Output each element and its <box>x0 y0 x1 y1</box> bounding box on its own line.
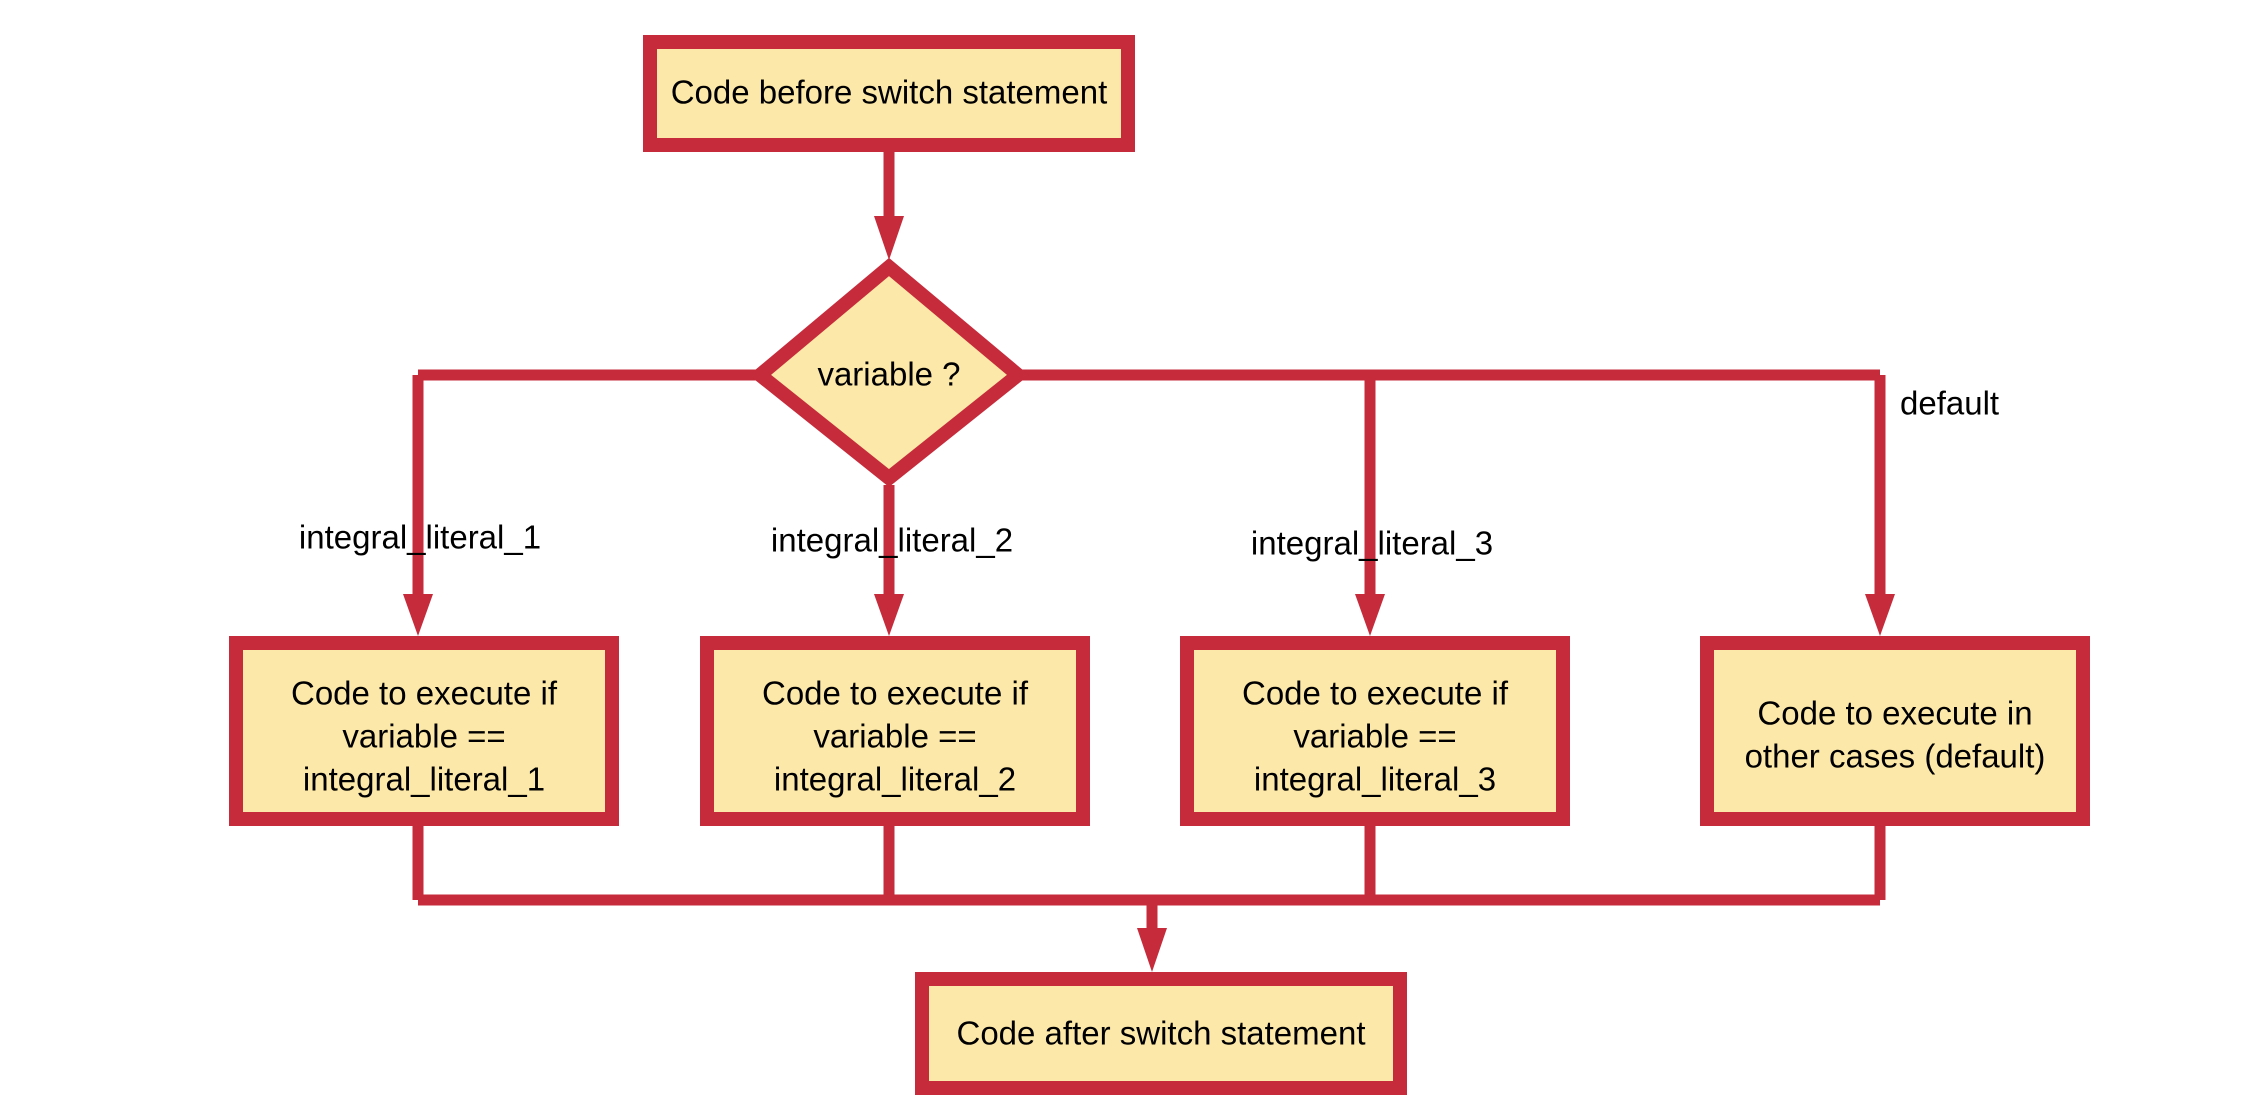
node-case1[interactable]: Code to execute if variable == integral_… <box>229 636 619 826</box>
node-case2-line-2: variable == <box>813 718 976 755</box>
arrowhead-icon <box>1355 594 1385 636</box>
node-default-line-2: other cases (default) <box>1745 738 2046 775</box>
node-case2-shape <box>700 636 1090 826</box>
edge-label-branch1: integral_literal_1 <box>299 519 541 556</box>
node-default[interactable]: Code to execute in other cases (default) <box>1700 636 2090 826</box>
node-case3[interactable]: Code to execute if variable == integral_… <box>1180 636 1570 826</box>
node-decision[interactable]: variable ? <box>748 257 1030 487</box>
node-case2-line-1: Code to execute if <box>762 675 1029 712</box>
node-case3-line-2: variable == <box>1293 718 1456 755</box>
node-case1-line-2: variable == <box>342 718 505 755</box>
edge-decision-to-case2 <box>874 485 904 636</box>
node-case1-shape <box>229 636 619 826</box>
edge-merge-to-end <box>1137 900 1167 972</box>
arrowhead-icon <box>874 216 904 260</box>
edge-decision-to-default <box>1865 375 1895 636</box>
arrowhead-icon <box>874 594 904 636</box>
node-case1-line-3: integral_literal_1 <box>303 761 545 798</box>
node-case2[interactable]: Code to execute if variable == integral_… <box>700 636 1090 826</box>
node-default-shape <box>1700 636 2090 826</box>
node-end-label: Code after switch statement <box>956 1015 1365 1052</box>
arrowhead-icon <box>403 594 433 636</box>
node-case3-line-3: integral_literal_3 <box>1254 761 1496 798</box>
node-end-shape <box>915 972 1407 1095</box>
node-start-shape <box>643 35 1135 152</box>
node-decision-label: variable ? <box>817 356 960 393</box>
node-default-line-1: Code to execute in <box>1757 695 2032 732</box>
node-decision-shape <box>748 257 1030 487</box>
node-case2-line-3: integral_literal_2 <box>774 761 1016 798</box>
node-case3-line-1: Code to execute if <box>1242 675 1509 712</box>
node-end[interactable]: Code after switch statement <box>915 972 1407 1095</box>
node-start-label: Code before switch statement <box>671 74 1108 111</box>
node-case3-shape <box>1180 636 1570 826</box>
node-case1-line-1: Code to execute if <box>291 675 558 712</box>
edge-start-to-decision <box>874 152 904 260</box>
edge-label-branch3: integral_literal_3 <box>1251 525 1493 562</box>
edge-label-branch-default: default <box>1900 385 1999 422</box>
node-start[interactable]: Code before switch statement <box>643 35 1135 152</box>
edge-decision-to-case3 <box>1355 375 1385 636</box>
edge-decision-to-case1 <box>403 375 433 636</box>
edge-label-branch2: integral_literal_2 <box>771 522 1013 559</box>
arrowhead-icon <box>1137 928 1167 972</box>
arrowhead-icon <box>1865 594 1895 636</box>
